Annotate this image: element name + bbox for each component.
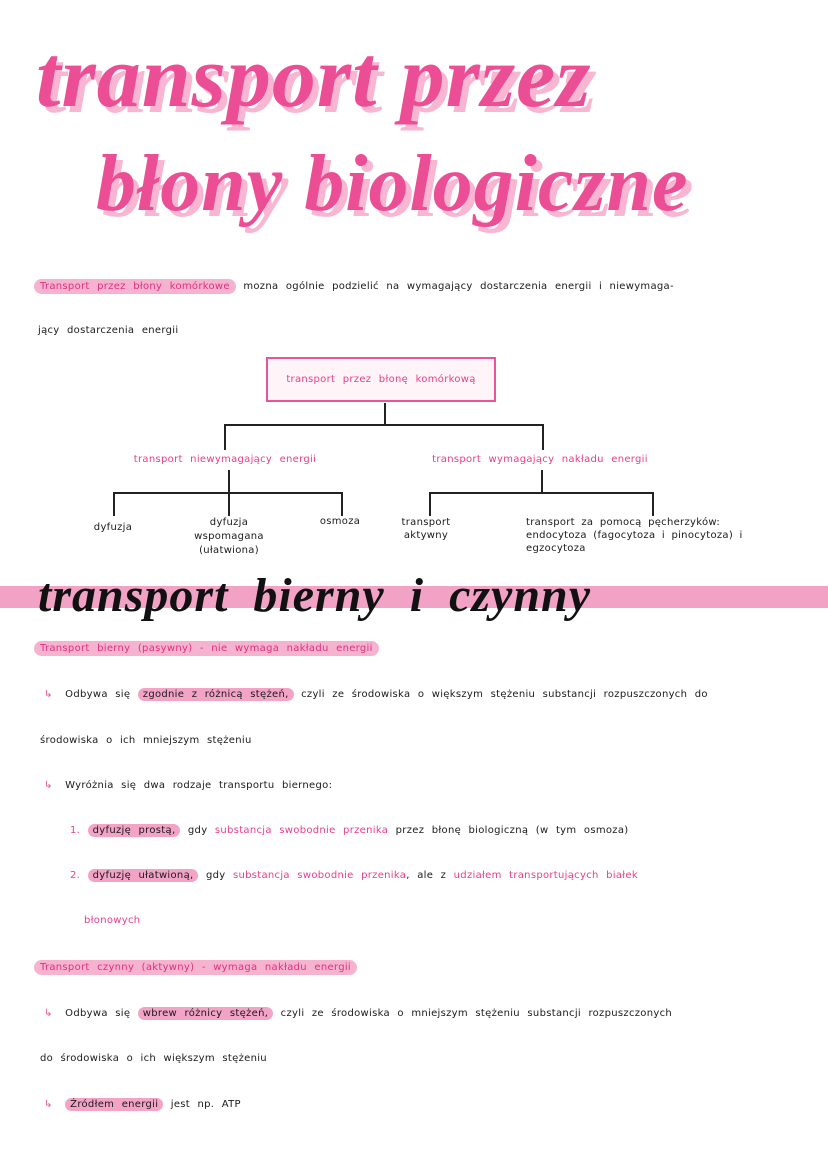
connector: [228, 470, 230, 493]
passive-p1-cont: środowiska o ich mniejszym stężeniu: [40, 735, 252, 746]
page-title-line-2: błony biologiczne: [96, 140, 689, 228]
intro-highlight: Transport przez błony komórkowe: [34, 279, 236, 294]
passive-heading-text: Transport bierny (pasywny) - nie wymaga …: [34, 641, 379, 656]
passive-item-2-cont: błonowych: [84, 915, 141, 926]
passive-heading: Transport bierny (pasywny) - nie wymaga …: [34, 641, 379, 656]
passive-p1: ↳ Odbywa się zgodnie z różnicą stężeń, c…: [44, 688, 708, 701]
active-heading-text: Transport czynny (aktywny) - wymaga nakł…: [34, 960, 357, 975]
arrow-return-icon: ↳: [44, 689, 53, 700]
diagram-root-label: transport przez błonę komórkową: [286, 374, 476, 385]
section-band: [0, 586, 828, 608]
connector: [113, 492, 115, 516]
text: przez błonę biologiczną (w tym osmoza): [395, 825, 629, 836]
arrow-return-icon: ↳: [44, 1008, 53, 1019]
item-number: 1.: [70, 825, 81, 836]
leaf-dyfuzja: dyfuzja: [93, 522, 133, 533]
passive-item-2: 2. dyfuzję ułatwioną, gdy substancja swo…: [70, 869, 638, 882]
page-title-line-1: transport przez: [36, 29, 592, 126]
arrow-return-icon: ↳: [44, 780, 53, 791]
diagram-right-label: transport wymagający nakładu energii: [432, 454, 648, 465]
connector: [542, 424, 544, 450]
pink-text: substancja swobodnie przenika: [232, 870, 407, 881]
highlight: dyfuzję prostą,: [87, 824, 181, 837]
intro-line-2: jący dostarczenia energii: [38, 325, 179, 336]
active-p2: ↳ Źródłem energii jest np. ATP: [44, 1098, 241, 1111]
connector: [429, 492, 431, 516]
active-p1-cont: do środowiska o ich większym stężeniu: [40, 1053, 267, 1064]
highlight: dyfuzję ułatwioną,: [87, 869, 199, 882]
text: jest np. ATP: [170, 1099, 241, 1110]
pink-text: substancja swobodnie przenika: [214, 825, 389, 836]
item-number: 2.: [70, 870, 81, 881]
passive-p2: ↳ Wyróżnia się dwa rodzaje transportu bi…: [44, 780, 332, 791]
connector: [541, 470, 543, 493]
leaf-transport-aktywny: transport aktywny: [401, 517, 451, 541]
text: gdy: [187, 825, 208, 836]
text: gdy: [205, 870, 226, 881]
connector: [384, 403, 386, 425]
arrow-return-icon: ↳: [44, 1099, 53, 1110]
connector: [228, 492, 230, 516]
active-heading: Transport czynny (aktywny) - wymaga nakł…: [34, 960, 357, 975]
text: Wyróżnia się dwa rodzaje transportu bier…: [65, 780, 333, 791]
highlight: Źródłem energii: [65, 1098, 164, 1111]
text: Odbywa się: [65, 689, 131, 700]
text: , ale z: [406, 870, 447, 881]
leaf-pecherzyki: transport za pomocą pęcherzyków: endocyt…: [526, 517, 743, 554]
section-title: transport bierny i czynny: [38, 569, 592, 622]
pink-text: udziałem transportujących białek: [453, 870, 638, 881]
diagram-root-box: transport przez błonę komórkową: [266, 357, 496, 402]
intro-line-1: Transport przez błony komórkowe mozna og…: [34, 279, 674, 294]
highlight: wbrew różnicy stężeń,: [137, 1007, 274, 1020]
highlight: zgodnie z różnicą stężeń,: [137, 688, 294, 701]
passive-item-1: 1. dyfuzję prostą, gdy substancja swobod…: [70, 824, 629, 837]
text: czyli ze środowiska o większym stężeniu …: [301, 689, 708, 700]
text: Odbywa się: [65, 1008, 131, 1019]
active-p1: ↳ Odbywa się wbrew różnicy stężeń, czyli…: [44, 1007, 673, 1020]
text: czyli ze środowiska o mniejszym stężeniu…: [280, 1008, 673, 1019]
connector: [429, 492, 654, 494]
intro-text: mozna ogólnie podzielić na wymagający do…: [243, 281, 674, 292]
connector: [341, 492, 343, 516]
connector: [652, 492, 654, 516]
leaf-osmoza: osmoza: [319, 516, 361, 527]
diagram-left-label: transport niewymagający energii: [133, 454, 317, 465]
connector: [224, 424, 226, 450]
connector: [224, 424, 544, 426]
leaf-dyfuzja-wspomagana: dyfuzja wspomagana (ułatwiona): [194, 517, 264, 556]
